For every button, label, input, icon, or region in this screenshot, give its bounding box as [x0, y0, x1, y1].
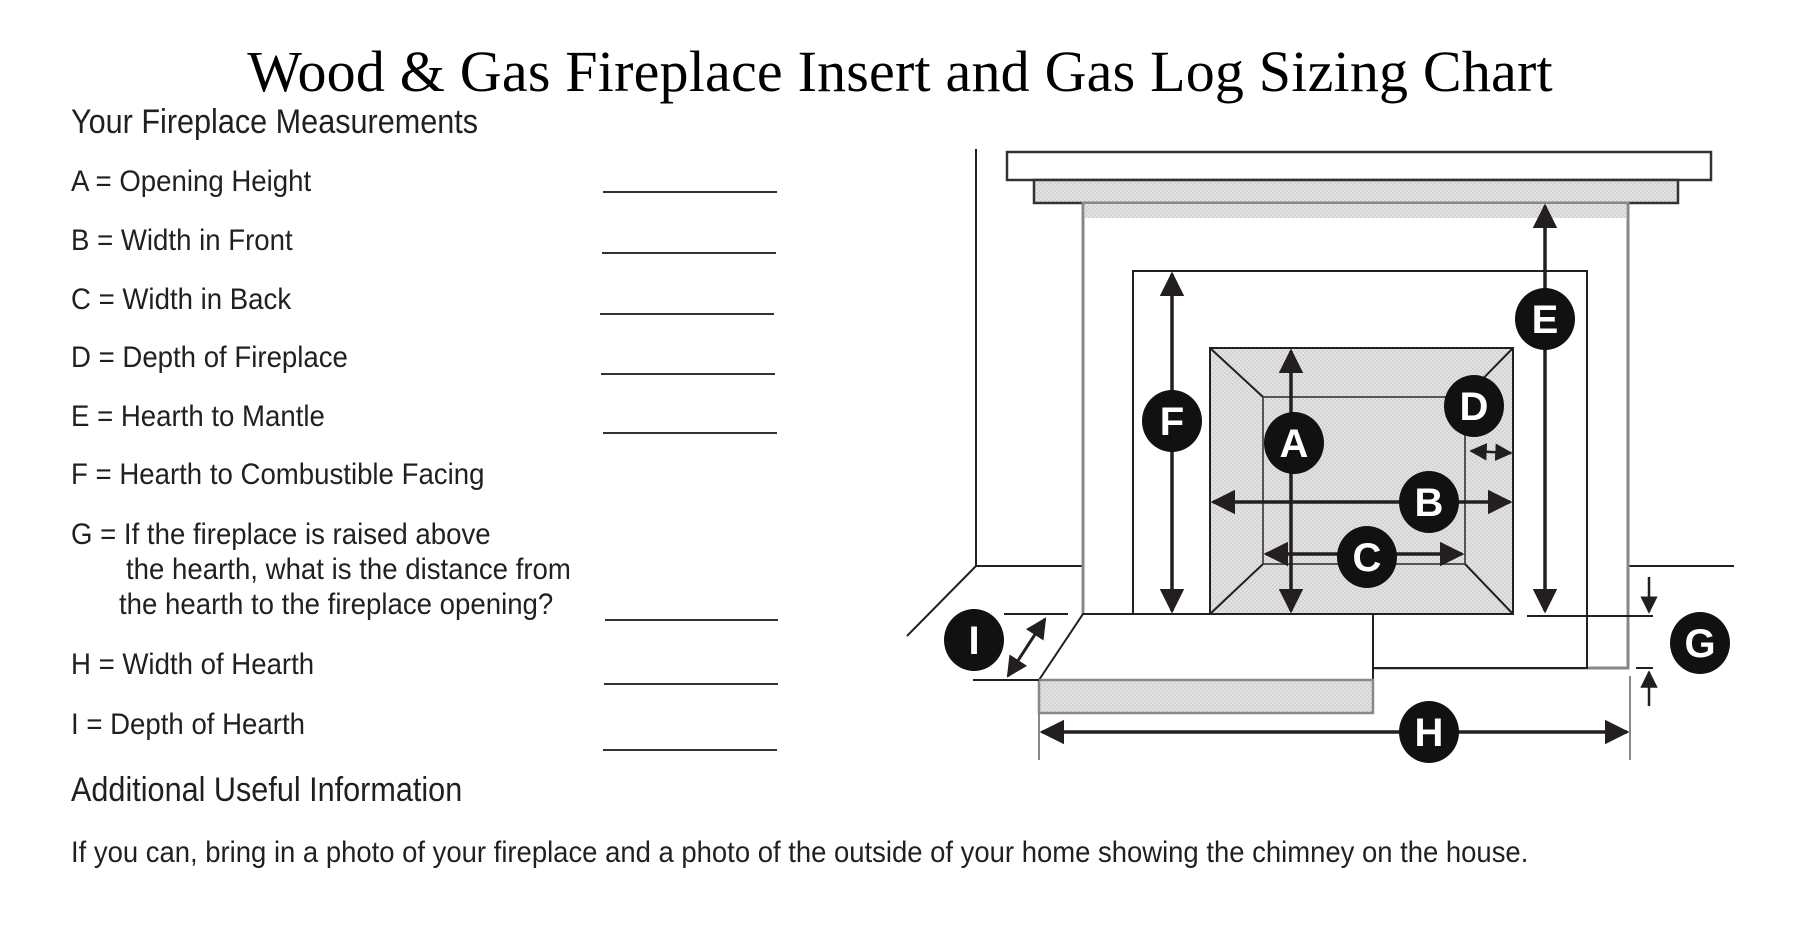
measurement-f-label: F = Hearth to Combustible Facing	[71, 458, 485, 491]
measurement-e-input[interactable]	[603, 432, 777, 434]
svg-text:C: C	[1353, 536, 1382, 580]
measurement-h-input[interactable]	[604, 683, 778, 685]
measurement-a-label: A = Opening Height	[71, 165, 312, 198]
marker-a: A	[1264, 412, 1324, 474]
svg-text:E: E	[1532, 298, 1559, 342]
measurements-heading: Your Fireplace Measurements	[71, 103, 479, 141]
measurement-i-input[interactable]	[603, 749, 777, 751]
additional-text: If you can, bring in a photo of your fir…	[71, 836, 1529, 869]
measurement-d-input[interactable]	[601, 373, 775, 375]
measurement-c-input[interactable]	[600, 313, 774, 315]
marker-f: F	[1142, 390, 1202, 452]
measurement-b-label: B = Width in Front	[71, 224, 293, 257]
measurement-g-label-line3: the hearth to the fireplace opening?	[119, 588, 554, 621]
marker-i: I	[944, 609, 1004, 671]
measurement-b-input[interactable]	[602, 252, 776, 254]
dimension-d-arrow	[1469, 443, 1513, 461]
svg-text:G: G	[1684, 622, 1715, 666]
measurement-h-label: H = Width of Hearth	[71, 648, 315, 681]
dimension-i-arrow	[1006, 617, 1047, 678]
marker-g: G	[1670, 612, 1730, 674]
dimension-i-guides	[973, 613, 1068, 681]
marker-c: C	[1337, 526, 1397, 588]
measurement-e-label: E = Hearth to Mantle	[71, 400, 325, 433]
dimension-g-guides	[1527, 577, 1658, 706]
marker-e: E	[1515, 288, 1575, 350]
svg-text:A: A	[1280, 422, 1309, 466]
measurement-d-label: D = Depth of Fireplace	[71, 341, 348, 374]
mantle	[1005, 150, 1713, 205]
marker-d: D	[1444, 375, 1504, 437]
dimension-h-guides	[1038, 676, 1631, 760]
svg-text:H: H	[1415, 711, 1444, 755]
svg-text:D: D	[1460, 385, 1489, 429]
svg-text:B: B	[1415, 481, 1444, 525]
measurement-a-input[interactable]	[603, 191, 777, 193]
room-outline	[906, 149, 1734, 637]
marker-h: H	[1399, 701, 1459, 763]
measurement-c-label: C = Width in Back	[71, 283, 292, 316]
measurement-i-label: I = Depth of Hearth	[71, 708, 305, 741]
page-title: Wood & Gas Fireplace Insert and Gas Log …	[247, 39, 1553, 104]
measurement-g-label-line1: G = If the fireplace is raised above	[71, 518, 491, 551]
hearth	[1037, 613, 1587, 715]
svg-text:F: F	[1160, 400, 1184, 444]
svg-text:I: I	[968, 619, 979, 663]
marker-b: B	[1399, 471, 1459, 533]
additional-heading: Additional Useful Information	[71, 771, 463, 809]
measurement-g-label-line2: the hearth, what is the distance from	[126, 553, 571, 586]
measurement-g-input[interactable]	[605, 619, 778, 621]
